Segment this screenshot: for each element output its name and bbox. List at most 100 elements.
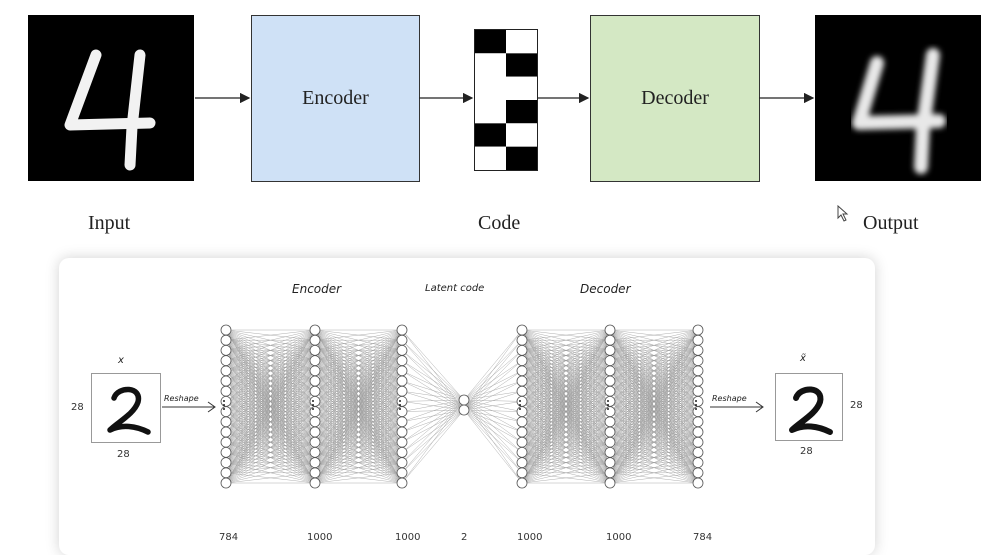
neuron-node	[309, 446, 321, 458]
network-edge	[225, 329, 316, 484]
neuron-node	[220, 426, 232, 438]
network-edge	[463, 409, 523, 453]
network-edge	[225, 329, 316, 361]
neuron-node	[309, 375, 321, 387]
neuron-node	[692, 334, 704, 346]
network-edge	[463, 360, 523, 411]
network-edge	[314, 452, 403, 484]
network-decoder-label: Decoder	[580, 282, 631, 296]
network-edge	[314, 329, 403, 382]
ellipsis-dot	[695, 408, 697, 410]
network-edge	[521, 329, 611, 402]
network-edge	[401, 350, 465, 401]
neuron-node	[604, 426, 616, 438]
network-edge	[225, 370, 316, 484]
network-edge	[521, 360, 611, 484]
neuron-node	[516, 355, 528, 366]
network-edge	[401, 399, 465, 443]
neuron-node	[396, 385, 408, 397]
network-edge	[609, 472, 699, 484]
network-edge	[225, 380, 316, 484]
reshape-in-label: Reshape	[164, 394, 199, 403]
neuron-node	[220, 457, 232, 469]
network-edge	[401, 370, 465, 401]
network-edge	[314, 329, 403, 351]
neuron-node	[220, 324, 232, 336]
network-edge	[463, 409, 523, 484]
neuron-node	[220, 477, 232, 489]
neuron-node	[604, 467, 616, 479]
network-edge	[463, 409, 523, 473]
input-digit-two	[107, 386, 151, 435]
network-edge	[314, 462, 403, 484]
neuron-node	[309, 395, 321, 407]
neuron-node	[396, 355, 408, 366]
neuron-node	[309, 406, 321, 418]
neuron-node	[516, 375, 528, 387]
ellipsis-dot	[399, 404, 401, 406]
network-edge	[609, 452, 699, 484]
neuron-node	[396, 375, 408, 387]
neuron-node	[516, 477, 528, 489]
network-latent-label: Latent code	[425, 283, 485, 294]
code-cell	[475, 76, 506, 100]
network-edge	[225, 329, 316, 371]
neuron-node	[604, 355, 616, 366]
ellipsis-dot	[695, 400, 697, 402]
network-edge	[521, 329, 611, 341]
network-edge	[609, 462, 699, 484]
network-edge	[314, 442, 403, 484]
network-edge	[463, 409, 523, 433]
network-edge	[314, 431, 403, 484]
neuron-node	[396, 395, 408, 407]
neuron-node	[309, 426, 321, 438]
neuron-node	[220, 345, 232, 356]
network-edge	[609, 329, 699, 463]
neuron-node	[516, 345, 528, 356]
network-edge	[521, 431, 611, 484]
network-edge	[609, 329, 699, 473]
neuron-node	[604, 477, 616, 489]
network-edge	[463, 329, 523, 411]
input-image	[28, 15, 194, 181]
neuron-node	[396, 345, 408, 356]
network-edge	[225, 401, 316, 484]
ellipsis-dot	[312, 400, 314, 402]
neuron-node	[309, 365, 321, 377]
network-edge	[521, 329, 611, 392]
network-edge	[521, 329, 611, 473]
neuron-node	[309, 385, 321, 397]
network-diagram	[220, 324, 704, 489]
network-edge	[609, 370, 699, 484]
input-symbol: x	[118, 355, 124, 366]
network-edge	[521, 421, 611, 484]
network-edge	[609, 329, 699, 392]
output-digit-two	[789, 386, 833, 435]
network-edge	[609, 391, 699, 484]
network-edge	[314, 329, 403, 392]
neuron-node	[604, 457, 616, 469]
reshape-in-arrow	[162, 401, 216, 413]
neuron-node	[692, 477, 704, 489]
network-edge	[225, 411, 316, 484]
network-edge	[609, 329, 699, 382]
neuron-node	[692, 457, 704, 469]
neuron-node	[516, 365, 528, 377]
network-edge	[225, 340, 316, 484]
neuron-node	[516, 395, 528, 407]
network-edge	[225, 391, 316, 484]
output-caption: Output	[863, 212, 919, 234]
layer-size-6: 1000	[606, 532, 632, 543]
network-edge	[521, 442, 611, 484]
network-edge	[225, 329, 316, 473]
network-edge	[401, 340, 465, 401]
neuron-node	[516, 446, 528, 458]
neuron-node	[604, 365, 616, 377]
network-edge	[609, 329, 699, 341]
neuron-node	[309, 457, 321, 469]
ellipsis-dot	[607, 408, 609, 410]
network-edge	[521, 329, 611, 361]
neuron-node	[516, 334, 528, 346]
network-edge	[521, 452, 611, 484]
neuron-node	[604, 385, 616, 397]
